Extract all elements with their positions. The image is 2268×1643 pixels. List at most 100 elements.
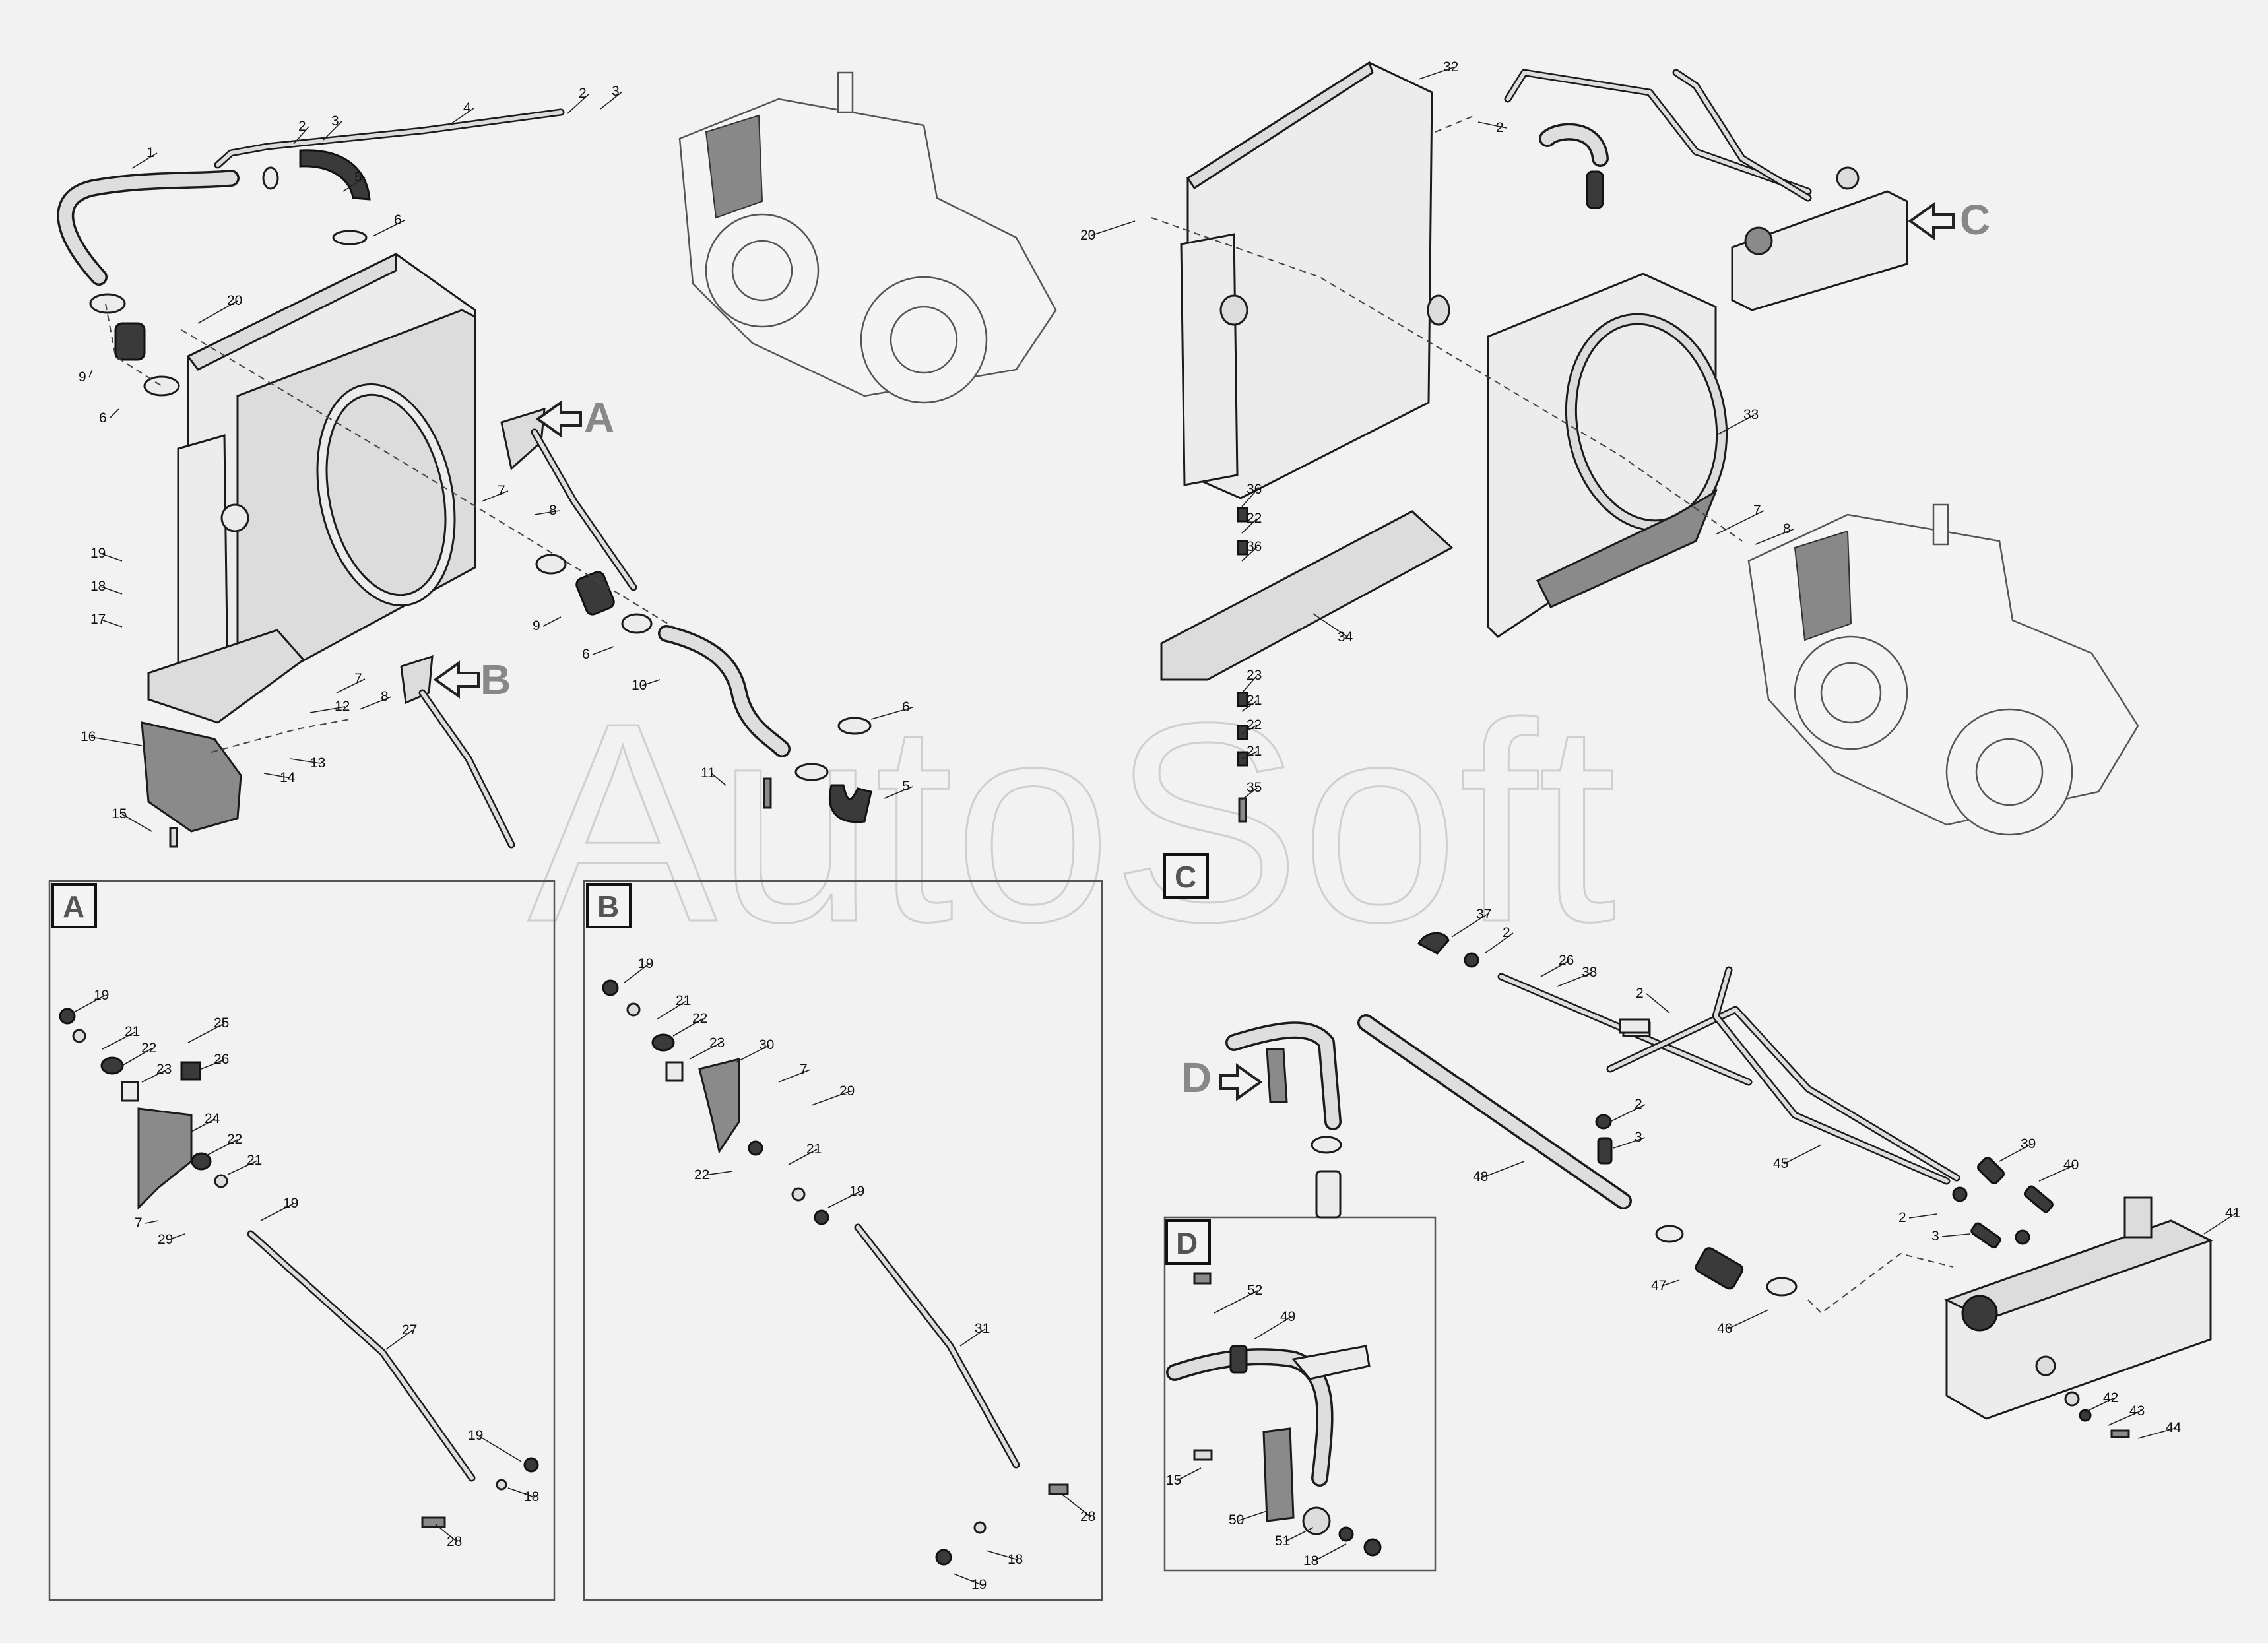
leader-line [145,1220,159,1224]
part-number-label: 7 [354,671,362,686]
part-number-label: 22 [227,1132,242,1147]
leader-line [88,369,93,378]
part-number-label: 2 [579,86,587,101]
leader-line [2203,1213,2236,1235]
leader-line [1941,1233,1970,1237]
part-number-label: 10 [632,678,647,693]
leader-line [187,1023,225,1043]
leader-line [1253,1316,1291,1340]
inset-b-frame [583,880,1103,1601]
inset-b-parts [602,979,1069,1566]
part-number-label: 9 [79,370,86,385]
leader-line [507,1487,535,1498]
part-number-label: 8 [1783,521,1791,536]
part-number-label: 19 [849,1184,864,1199]
part-number-label: 28 [447,1534,462,1549]
leader-line [481,490,509,502]
leader-line [102,1031,136,1050]
leader-line [2038,1165,2075,1182]
leader-line [672,1018,703,1037]
part-number-label: 2 [1503,925,1510,940]
callout-arrow-c: C [1908,196,1990,243]
part-number-label: 38 [1582,965,1597,980]
part-number-label: 32 [1443,59,1458,75]
part-number-label: 43 [2129,1403,2145,1419]
inset-a-frame [48,880,556,1601]
leader-line [435,1524,458,1543]
part-number-label: 9 [533,618,540,633]
leader-line [168,1233,185,1240]
leader-line [336,678,366,693]
svg-text:A: A [63,889,84,924]
part-number-label: 15 [1166,1473,1181,1488]
leader-line [542,616,562,627]
leader-line [359,696,392,710]
part-number-label: 18 [1303,1553,1318,1568]
leader-line [953,1573,983,1586]
part-number-label: 21 [1247,744,1262,759]
leader-line [1241,751,1258,759]
leader-line [1661,1279,1680,1287]
part-number-label: 25 [214,1015,229,1031]
part-number-label: 19 [94,988,109,1003]
part-number-label: 16 [81,729,96,744]
leader-line [1241,546,1258,562]
part-number-label: 19 [90,546,106,561]
leader-line [711,773,727,786]
radiator-assembly-right [1151,61,1908,823]
inset-b-badge: B [586,883,632,928]
leader-line [1557,972,1593,987]
inset-c-badge: C [1163,853,1209,899]
leader-line [72,995,105,1014]
leader-line [227,1160,258,1175]
leader-line [1241,787,1258,800]
leader-line [293,126,309,145]
leader-line [100,619,123,628]
leader-line [1090,220,1136,236]
leader-line [109,408,119,419]
leader-line [121,1048,152,1066]
leader-line [1646,993,1670,1014]
part-number-label: 19 [283,1196,298,1211]
leader-line [656,1000,687,1020]
leader-line [1715,510,1765,535]
inset-d-badge: D [1165,1219,1211,1265]
part-number-label: 22 [1247,717,1262,732]
leader-line [641,679,661,686]
leader-line [1239,1510,1268,1521]
part-number-label: 15 [112,806,127,822]
leader-line [986,1550,1019,1561]
part-number-label: 31 [975,1321,990,1336]
leader-line [342,177,366,192]
part-number-label: 7 [800,1062,808,1077]
part-number-label: 3 [1931,1229,1939,1244]
part-number-label: 7 [498,483,505,498]
leader-line [1755,529,1794,545]
part-number-label: 52 [1247,1283,1262,1298]
inset-c-parts [1225,932,2213,1438]
part-number-label: 23 [709,1035,725,1050]
part-number-label: 26 [214,1052,229,1067]
svg-text:A: A [584,394,614,441]
inset-a-badge: A [51,883,97,928]
part-number-label: 45 [1773,1156,1788,1171]
leader-line [1241,700,1258,712]
leader-line [959,1328,986,1347]
part-number-label: 23 [1247,668,1262,683]
leader-line [1062,1494,1091,1518]
part-number-label: 11 [701,765,715,781]
part-number-label: 36 [1247,539,1262,554]
part-number-label: 3 [1635,1130,1642,1145]
part-number-label: 29 [158,1232,173,1247]
part-number-label: 19 [468,1428,483,1443]
part-number-label: 1 [146,145,154,160]
leader-line [385,1330,413,1350]
part-number-label: 30 [759,1037,774,1052]
part-number-label: 19 [971,1577,987,1592]
part-number-label: 3 [331,113,339,129]
leader-line [2108,1411,2141,1426]
leader-line [1241,489,1258,507]
svg-text:D: D [1181,1054,1212,1101]
leader-line [1477,121,1507,129]
